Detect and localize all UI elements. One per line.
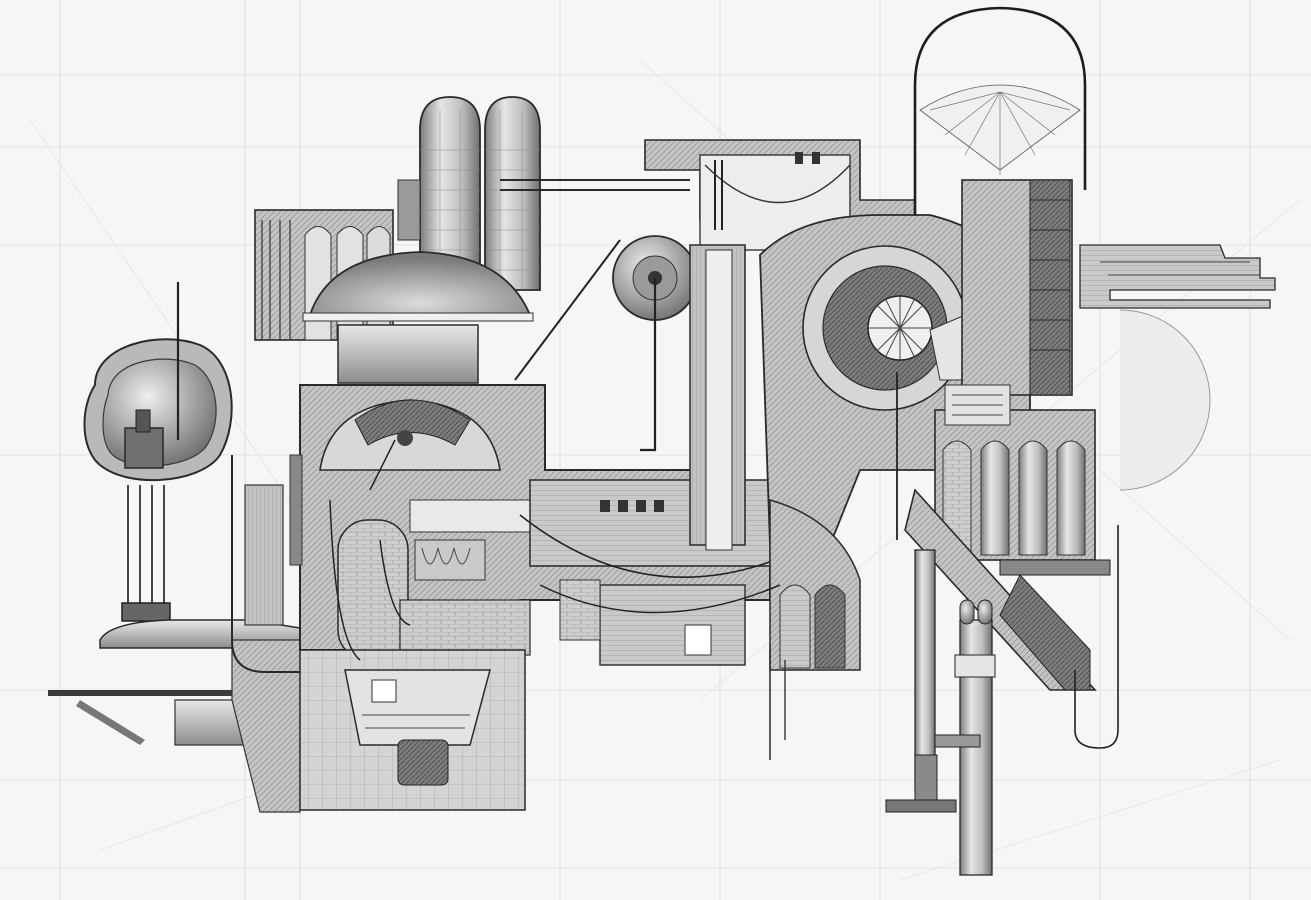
hanging-cables xyxy=(329,439,781,661)
bottom-left-platform xyxy=(48,639,301,813)
right-tower xyxy=(961,179,1073,396)
lower-base xyxy=(299,649,526,811)
right-beams xyxy=(1079,244,1276,491)
vertical-piston xyxy=(769,372,996,876)
round-wheel xyxy=(514,235,698,452)
right-arcade xyxy=(934,384,1096,561)
twin-silos xyxy=(397,96,690,291)
lower-arches xyxy=(559,499,861,671)
left-columns xyxy=(231,454,303,673)
dome-structure xyxy=(302,251,534,384)
central-column xyxy=(689,244,746,551)
diagonal-ramp xyxy=(904,488,1119,749)
tall-arch xyxy=(913,6,1087,215)
